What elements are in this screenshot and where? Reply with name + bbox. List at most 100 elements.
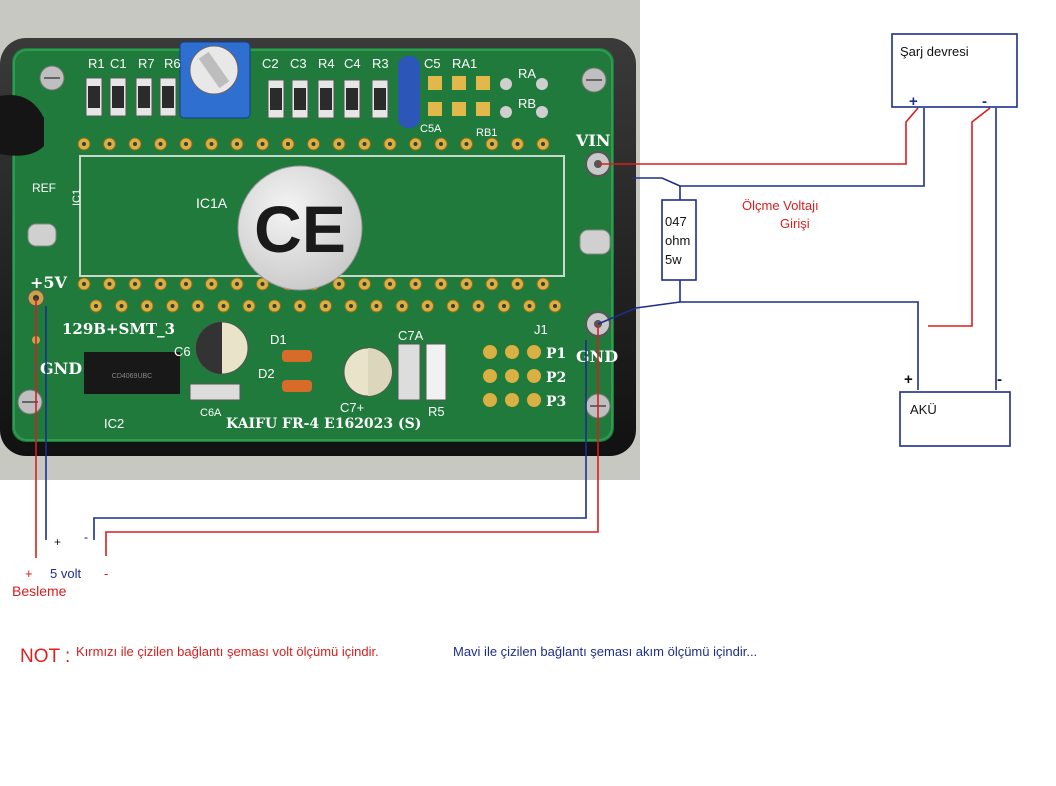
label-r1: R1 [88,56,105,71]
header-pin-hole [170,304,175,308]
label-r7: R7 [138,56,155,71]
header-pin-hole [349,304,353,308]
trimmer-potentiometer [179,41,251,119]
red-wire-gnd-charger-minus [105,324,599,556]
header-pin-hole [451,304,455,308]
capacitor-c7a [397,343,421,401]
resistor-power: 5w [665,252,682,267]
header-pin-hole [515,142,520,146]
header-pin-hole [476,304,481,308]
header-pin-hole [323,304,328,308]
resistor-r5 [425,343,447,401]
header-pin-hole [82,282,86,286]
label-ic1: IC1 [71,189,83,206]
label-c7: C7+ [340,400,364,415]
label-d2: D2 [258,366,275,381]
diode-d2 [282,380,312,392]
header-pin-hole [413,282,418,286]
header-pin-hole [400,304,404,308]
blue-wire-gnd-supply-minus [93,340,587,540]
blue-wire-shunt-battery-plus [679,280,919,390]
battery-minus: - [997,371,1002,388]
battery-box: AKÜ + - [899,371,1011,447]
capacitor-c6a [189,383,241,401]
pin-row-bottom [89,299,562,313]
header-pin-hole [298,304,302,308]
header-pin-hole [158,282,163,286]
header-pin-hole [388,282,392,286]
header-pin-hole [464,142,469,146]
header-pin-hole [374,304,379,308]
header-pin-hole [107,282,112,286]
header-pin-hole [133,282,137,286]
label-c1: C1 [110,56,127,71]
header-pin-hole [553,304,557,308]
header-pin-hole [337,282,341,286]
label-p2: P2 [546,370,566,386]
label-c7a: C7A [398,328,424,343]
header-pin-hole [82,142,86,146]
header-pin-hole [490,282,494,286]
label-c6a: C6A [200,407,222,419]
label-r5: R5 [428,404,445,419]
label-ra: RA [518,66,536,81]
label-r3: R3 [372,56,389,71]
ic2-chip: CD4069UBC [84,352,180,394]
header-pin-hole [94,304,98,308]
pin-row-top [77,137,550,151]
screw-bottom-left [17,389,43,415]
label-gnd-left: GND [40,359,82,378]
header-pin-hole [439,282,443,286]
pcb-photo: CE CD4069UBC [0,0,640,480]
label-ic2: IC2 [104,416,124,431]
supply-volt: 5 volt [50,566,81,581]
header-pin-hole [272,304,277,308]
battery-label: AKÜ [910,402,937,417]
label-c5: C5 [424,56,441,71]
charger-minus: - [982,93,987,110]
label-maker: KAIFU FR-4 E162023 (S) [226,416,421,432]
header-pin-hole [541,282,545,286]
capacitor-c7 [343,347,393,397]
resistor-value: 047 [665,214,687,229]
header-pin-hole [527,304,532,308]
label-gnd-right: GND [576,347,618,366]
header-pin-hole [133,142,137,146]
header-pin-hole [247,304,251,308]
header-pin-hole [413,142,418,146]
note-red-text: Kırmızı ile çizilen bağlantı şeması volt… [76,644,379,659]
header-pin-hole [184,282,188,286]
label-plus5v: +5V [30,273,68,292]
screw-top-left [39,65,65,91]
header-pin-hole [158,142,163,146]
capacitor-c6 [195,321,249,375]
red-wire-vin-charger-plus [598,107,919,165]
ce-mark: CE [254,192,346,266]
header-pin-hole [337,142,341,146]
label-vin: VIN [575,131,611,150]
label-j1: J1 [534,322,548,337]
header-pin-hole [515,282,520,286]
supply-besleme: Besleme [12,583,67,599]
header-pin-hole [260,282,265,286]
label-rb: RB [518,96,536,111]
gold-pads [428,76,548,118]
diode-d1 [282,350,312,362]
wires [35,107,997,558]
label-ic1a: IC1A [196,195,228,211]
header-pin-hole [502,304,506,308]
header-pin-hole [196,304,200,308]
standoff-right [579,229,611,255]
resistor-unit: ohm [665,233,690,248]
supply-plus-upper: + [54,535,61,549]
screw-top-right [581,67,607,93]
blue-wire-vin-shunt [632,177,681,187]
note-blue-text: Mavi ile çizilen bağlantı şeması akım öl… [453,644,757,659]
header-pin-hole [107,142,112,146]
chip-marking: CD4069UBC [112,373,152,380]
label-model: 129B+SMT_3 [62,320,175,338]
header-pin-hole [209,282,214,286]
header-pin-hole [490,142,494,146]
smd-row [85,77,389,119]
